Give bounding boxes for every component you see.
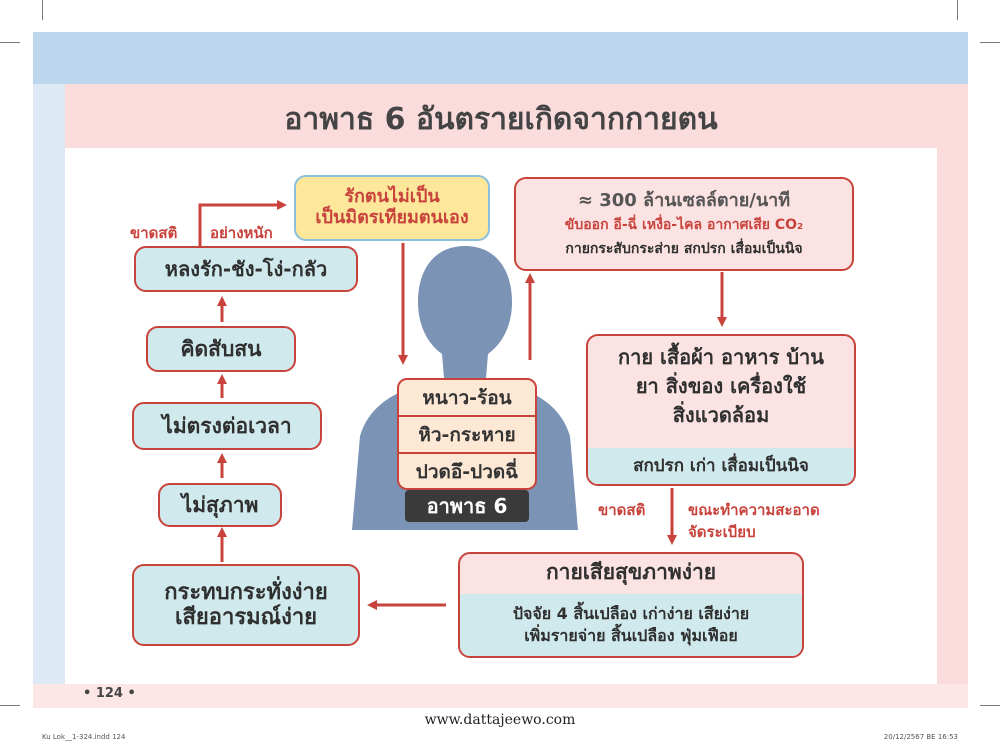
label-kaadsati-left: ขาดสติ [130,224,178,242]
box-confused-label: คิดสับสน [180,336,262,361]
box-cell-death-line3: กายกระสับกระส่าย สกปรก เสื่อมเป็นนิจ [565,241,803,258]
box-cell-death-line2: ขับออก อี-ฉี่ เหงื่อ-ไคล อากาศเสีย CO₂ [564,217,804,234]
crop-mark [0,705,20,706]
box-health-body: ปัจจัย 4 สิ้นเปลือง เก่าง่าย เสียง่าย เพ… [460,594,802,656]
box-unpunctual: ไม่ตรงต่อเวลา [132,402,322,450]
box-infatuation-label: หลงรัก-ชัง-โง่-กลัว [164,256,328,281]
box-self-love: รักตนไม่เป็น เป็นมิตรเทียมตนเอง [294,175,490,241]
box-health-line1: ปัจจัย 4 สิ้นเปลือง เก่าง่าย เสียง่าย [512,603,750,623]
page-title: อาพาธ 6 อันตรายเกิดจากกายตน [284,102,718,137]
box-infatuation: หลงรัก-ชัง-โง่-กลัว [134,246,358,292]
box-belongings-footer: สกปรก เก่า เสื่อมเป็นนิจ [588,448,854,484]
label-kaadsati-middle: ขาดสติ [598,501,646,519]
crop-mark [957,0,958,20]
box-health-header: กายเสียสุขภาพง่าย [545,560,717,584]
symptoms-box: หนาว-ร้อน หิว-กระหาย ปวดอึ-ปวดฉี่ [397,378,537,490]
bottom-band [33,684,968,708]
six-afflictions-label: อาพาธ 6 [405,490,529,522]
symptom-cold-hot: หนาว-ร้อน [399,380,535,417]
slug-left: Ku Lok__1-324.indd 124 [42,733,126,741]
symptom-hungry-thirsty: หิว-กระหาย [399,417,535,454]
box-belongings-line1: กาย เสื้อผ้า อาหาร บ้าน [618,345,824,369]
top-band [33,32,968,84]
symptom-excretion: ปวดอึ-ปวดฉี่ [415,461,519,483]
box-health-line2: เพิ่มรายจ่าย สิ้นเปลือง ฟุ่มเฟือย [524,626,738,645]
slug-right: 20/12/2567 BE 16:53 [883,733,958,741]
box-self-love-line2: เป็นมิตรเทียมตนเอง [315,207,469,228]
label-severe: อย่างหนัก [210,224,273,242]
left-strip [33,84,65,684]
box-self-love-line1: รักตนไม่เป็น [344,186,440,208]
box-cell-death: ≈ 300 ล้านเซลล์ตาย/นาที ขับออก อี-ฉี่ เห… [514,177,854,271]
watermark: www.dattajeewo.com [424,712,576,728]
crop-mark [980,705,1000,706]
box-irritable: กระทบกระทั่งง่าย เสียอารมณ์ง่าย [132,564,360,646]
crop-mark [0,42,20,43]
box-confused: คิดสับสน [146,326,296,372]
box-irritable-line2: เสียอารมณ์ง่าย [174,605,318,630]
box-health: กายเสียสุขภาพง่าย ปัจจัย 4 สิ้นเปลือง เก… [458,552,804,658]
label-organizing: จัดระเบียบ [688,523,756,541]
box-belongings-line3: สิ่งแวดล้อม [672,403,770,427]
box-impolite: ไม่สุภาพ [158,483,282,527]
box-belongings: กาย เสื้อผ้า อาหาร บ้าน ยา สิ่งของ เครื่… [586,334,856,486]
box-cell-death-line1: ≈ 300 ล้านเซลล์ตาย/นาที [577,189,791,211]
box-irritable-line1: กระทบกระทั่งง่าย [164,579,328,605]
label-cleaning: ขณะทำความสะอาด [688,501,820,519]
box-unpunctual-label: ไม่ตรงต่อเวลา [162,413,292,438]
crop-mark [980,42,1000,43]
crop-mark [42,0,43,20]
page-number: • 124 • [83,686,136,701]
box-belongings-line2: ยา สิ่งของ เครื่องใช้ [635,374,807,398]
box-impolite-label: ไม่สุภาพ [181,492,259,517]
